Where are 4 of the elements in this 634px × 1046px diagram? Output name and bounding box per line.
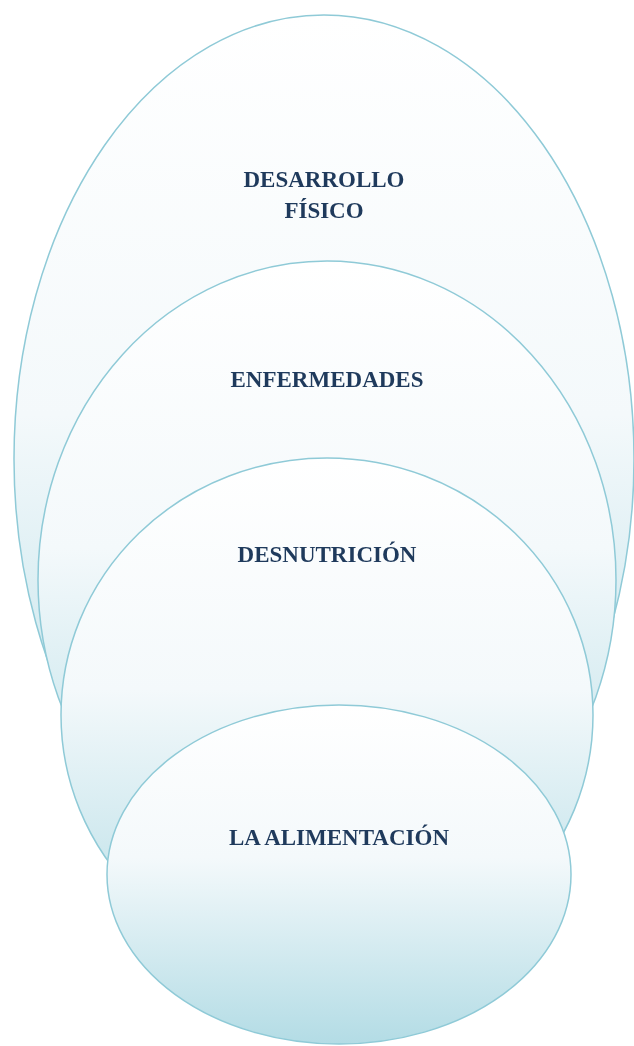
node-label: LA ALIMENTACIÓN — [229, 823, 449, 852]
node-label: ENFERMEDADES — [230, 366, 424, 394]
node-label: DESNUTRICIÓN — [237, 540, 417, 569]
node-label: DESARROLLO FÍSICO — [242, 166, 406, 225]
